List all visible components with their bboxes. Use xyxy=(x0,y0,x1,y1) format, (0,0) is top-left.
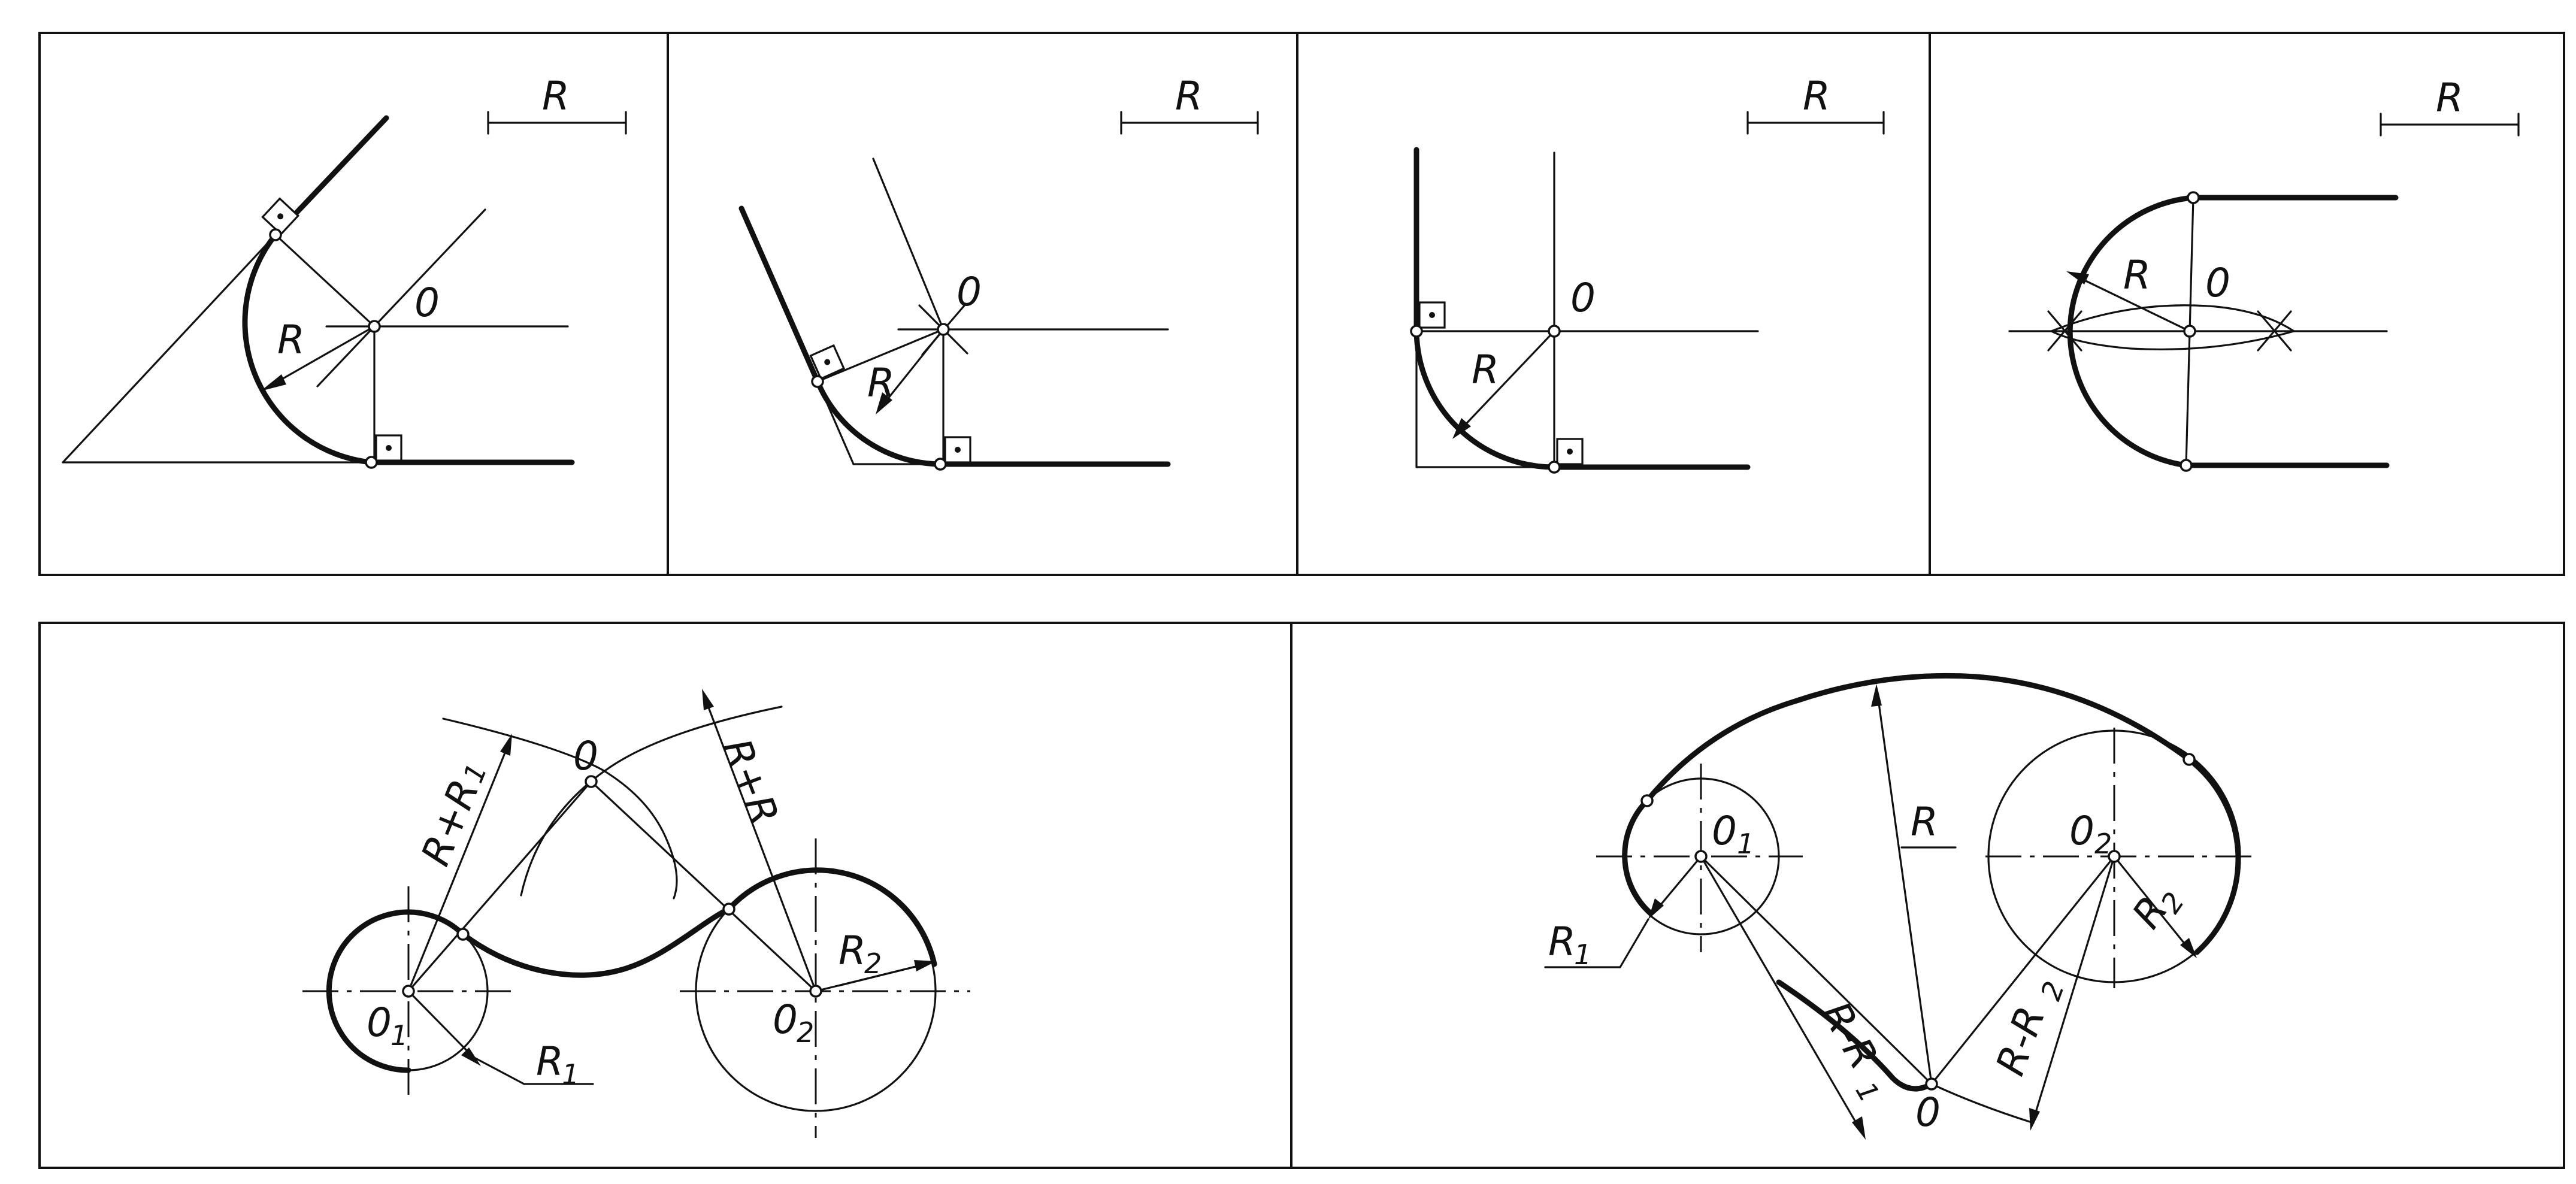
center-point xyxy=(585,775,598,788)
tangent-point xyxy=(2187,191,2200,204)
radius-scale: R xyxy=(487,73,627,135)
sum-radius-label-2: R+R xyxy=(713,732,788,831)
tangent-point xyxy=(269,228,282,241)
svg-text:2: 2 xyxy=(864,947,882,980)
svg-text:1: 1 xyxy=(391,1019,408,1052)
center-label: 0 xyxy=(1915,1089,1941,1135)
radius-label: R xyxy=(277,317,305,363)
center-point-o2 xyxy=(2108,850,2121,863)
panel-4-parallel-lines: R R 0 xyxy=(2008,75,2520,472)
svg-text:1: 1 xyxy=(1849,1076,1885,1107)
center-point-o1 xyxy=(1694,850,1708,863)
svg-text:1: 1 xyxy=(562,1058,579,1091)
tangent-point xyxy=(1640,794,1654,807)
tangent-point xyxy=(456,928,470,941)
r1-label: R xyxy=(1548,919,1576,965)
center-label: 0 xyxy=(956,269,982,315)
tangent-point xyxy=(722,903,735,916)
tangent-point xyxy=(811,375,824,388)
svg-text:2: 2 xyxy=(797,1016,814,1049)
svg-text:2: 2 xyxy=(2035,977,2071,1004)
o2-label: 0 xyxy=(773,997,798,1043)
center-label: 0 xyxy=(573,733,598,779)
center-point-o2 xyxy=(809,985,822,998)
r2-label: R xyxy=(839,928,866,974)
radius-scale: R xyxy=(2380,75,2520,137)
o1-label: 0 xyxy=(1712,808,1737,854)
radius-label: R xyxy=(1472,347,1499,393)
tangent-point xyxy=(934,458,947,471)
diff-radius-label-1: R-R xyxy=(1812,994,1887,1077)
center-point xyxy=(1548,325,1561,338)
r1-label: R xyxy=(536,1038,564,1085)
radius-scale: R xyxy=(1746,73,1885,135)
center-point xyxy=(2183,325,2196,338)
radius-label: R xyxy=(867,360,895,406)
center-label: 0 xyxy=(414,280,440,326)
panel-3-right-angle: R R 0 xyxy=(1410,73,1885,474)
diff-radius-label-2: R-R xyxy=(1987,1001,2054,1082)
panel-2-obtuse-angle: R R 0 xyxy=(738,73,1259,471)
scale-label: R xyxy=(542,73,570,119)
radius-label: R xyxy=(2123,252,2151,298)
bottom-row-frames xyxy=(38,622,2565,1169)
tangent-point xyxy=(2180,459,2193,472)
svg-text:1: 1 xyxy=(1737,828,1754,860)
center-point xyxy=(368,320,381,333)
center-label: 0 xyxy=(2205,260,2230,306)
center-label: 0 xyxy=(1570,275,1596,321)
tangent-point xyxy=(2183,753,2196,766)
panel-1-acute-angle: R R 0 xyxy=(62,73,627,469)
radius-scale: R xyxy=(1120,73,1259,135)
scale-label: R xyxy=(1175,73,1203,119)
svg-text:1: 1 xyxy=(1574,938,1591,971)
scale-label: R xyxy=(2436,75,2463,121)
center-point xyxy=(937,323,950,336)
tangent-point xyxy=(365,456,378,469)
center-point-o1 xyxy=(402,985,415,998)
top-row-frames xyxy=(38,32,2565,576)
tangent-point xyxy=(1548,461,1561,474)
panel-5-external-tangency: R+R 1 R+R 0 0 1 0 2 R 1 R 2 xyxy=(302,689,970,1138)
tangent-point xyxy=(1410,325,1423,338)
scale-label: R xyxy=(1803,73,1830,119)
radius-label: R xyxy=(1911,799,1938,845)
o1-label: 0 xyxy=(367,1000,392,1046)
o2-label: 0 xyxy=(2069,808,2094,854)
panel-6-internal-tangency: R 0 1 0 2 R 1 R 2 R-R 1 R-R 2 0 xyxy=(1544,673,2252,1140)
center-point xyxy=(1925,1077,1938,1091)
